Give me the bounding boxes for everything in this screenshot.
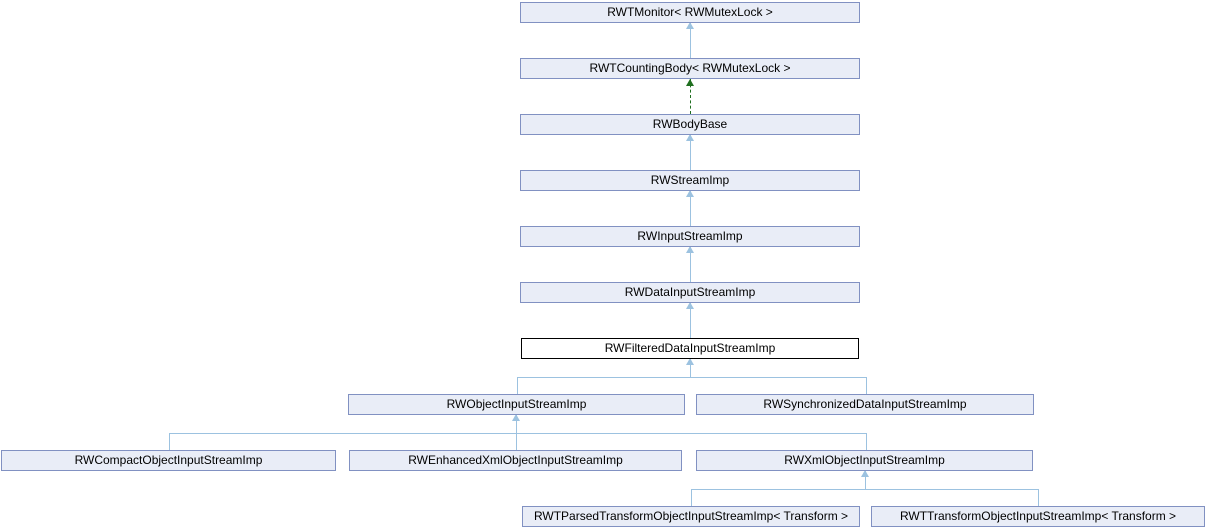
arrow-up-icon [686,246,694,253]
class-node-rwobjectinputstreamimp[interactable]: RWObjectInputStreamImp [348,394,685,415]
class-node-rwinputstreamimp[interactable]: RWInputStreamImp [520,226,860,247]
inheritance-edge-line [691,489,692,506]
class-node-rwtcountingbody[interactable]: RWTCountingBody< RWMutexLock > [520,58,860,79]
inheritance-edge-line [690,302,691,338]
inheritance-edge-line [516,414,517,450]
template-edge-line [690,79,691,114]
class-node-rwcompactobjectinputstreamimp[interactable]: RWCompactObjectInputStreamImp [1,450,336,471]
inheritance-edge-line [1038,489,1039,506]
inheritance-edge-line [690,190,691,226]
inheritance-edge-line [865,470,866,489]
class-node-rwfiltereddatainputstreamimp-current: RWFilteredDataInputStreamImp [521,338,859,359]
class-node-rwttransformobjectinputstreamimp[interactable]: RWTTransformObjectInputStreamImp< Transf… [871,506,1205,527]
class-node-rwenhancedxmlobjectinputstreamimp[interactable]: RWEnhancedXmlObjectInputStreamImp [349,450,682,471]
inheritance-edge-line [691,489,1038,490]
inheritance-edge-line [690,134,691,170]
inheritance-edge-line [169,433,866,434]
arrow-up-icon [686,134,694,141]
arrow-up-icon [861,470,869,477]
inheritance-edge-line [690,358,691,377]
arrow-up-icon [686,190,694,197]
class-node-rwxmlobjectinputstreamimp[interactable]: RWXmlObjectInputStreamImp [696,450,1033,471]
arrow-up-icon [512,414,520,421]
arrow-up-icon [686,79,694,86]
class-node-rwsynchronizeddatainputstreamimp[interactable]: RWSynchronizedDataInputStreamImp [696,394,1034,415]
inheritance-edge-line [169,433,170,450]
inheritance-edge-line [517,377,518,394]
class-node-rwdatainputstreamimp[interactable]: RWDataInputStreamImp [520,282,860,303]
inheritance-edge-line [690,246,691,282]
class-node-rwtparsedtransformobjectinputstreamimp[interactable]: RWTParsedTransformObjectInputStreamImp< … [522,506,860,527]
arrow-up-icon [686,22,694,29]
arrow-up-icon [686,358,694,365]
inheritance-edge-line [690,22,691,58]
inheritance-edge-line [866,377,867,394]
inheritance-edge-line [866,433,867,450]
class-node-rwtmonitor[interactable]: RWTMonitor< RWMutexLock > [520,2,860,23]
class-node-rwstreamimp[interactable]: RWStreamImp [520,170,860,191]
class-node-rwbodybase[interactable]: RWBodyBase [520,114,860,135]
inheritance-edge-line [517,377,866,378]
arrow-up-icon [686,302,694,309]
